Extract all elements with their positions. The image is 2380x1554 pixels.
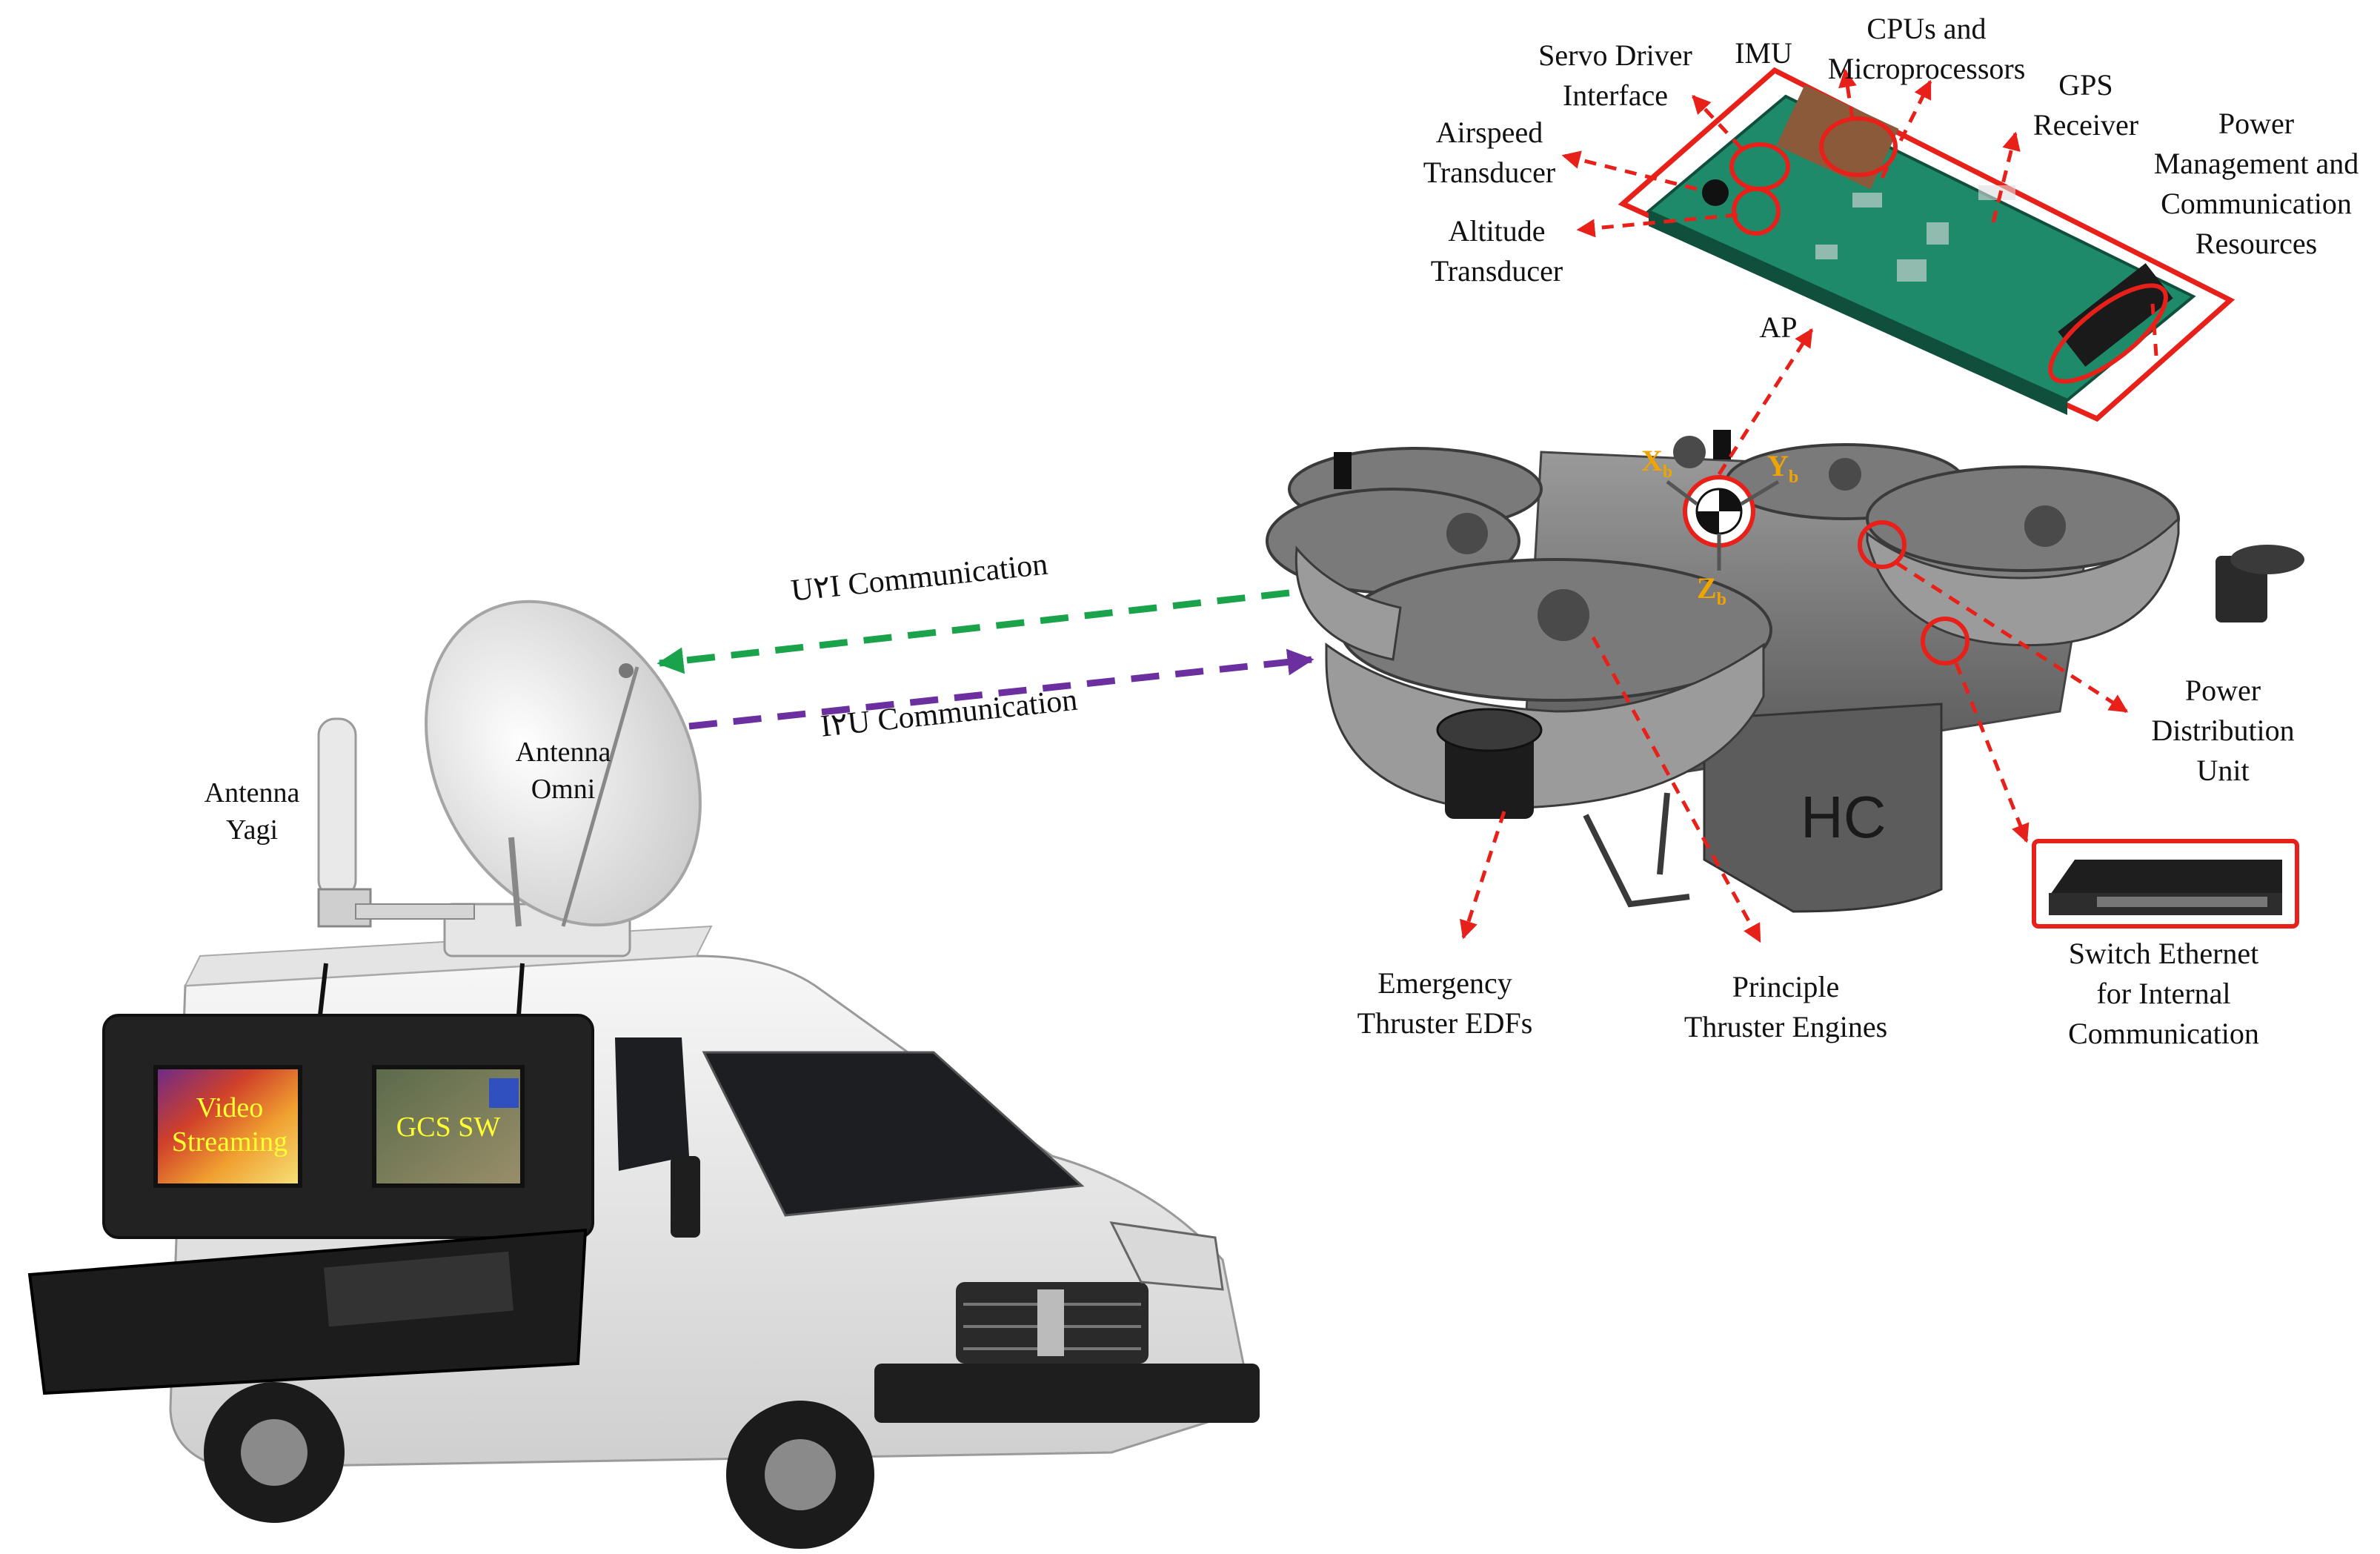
label-antenna-yagi: Antenna Yagi	[204, 777, 300, 846]
label-cpu: CPUs and Microprocessors	[1827, 12, 2026, 85]
label-switch-ethernet: Switch Ethernet for Internal Communicati…	[2068, 937, 2259, 1050]
axis-yb: Yb	[1767, 448, 1798, 488]
screen-gcs-sw: GCS SW	[396, 1112, 501, 1143]
axis-zb: Zb	[1697, 571, 1726, 610]
u2i-link-arrow	[657, 589, 1290, 674]
label-servo-driver: Servo Driver Interface	[1538, 39, 1692, 112]
dish-antenna	[425, 600, 702, 927]
label-power-management: Power Management and Communication Resou…	[2153, 107, 2359, 260]
svg-text:HC: HC	[1801, 784, 1887, 850]
label-airspeed: Airspeed Transducer	[1423, 116, 1556, 189]
axis-zb-sub: b	[1716, 590, 1727, 609]
pdu-marker-circle	[1858, 520, 1907, 569]
i2u-link-arrow	[688, 648, 1314, 730]
label-gps: GPS Receiver	[2032, 68, 2139, 142]
ground-control-console	[27, 963, 594, 1395]
autopilot-board	[1618, 67, 2236, 422]
label-antenna-omni: Antenna Omni	[515, 737, 611, 805]
axis-yb-letter: Y	[1767, 449, 1789, 482]
drone: HC	[1266, 430, 2304, 913]
label-ap: AP	[1759, 311, 1798, 344]
label-principle-engines: Principle Thruster Engines	[1683, 970, 1888, 1043]
axis-yb-sub: b	[1788, 468, 1799, 487]
label-altitude: Altitude Transducer	[1430, 214, 1563, 288]
switch-marker-circle	[1921, 617, 1970, 665]
center-of-gravity-marker	[1666, 475, 1780, 571]
axis-xb-sub: b	[1662, 462, 1673, 482]
label-power-distribution: Power Distribution Unit	[2151, 674, 2295, 787]
axis-xb-letter: X	[1641, 444, 1663, 477]
ethernet-switch	[2032, 839, 2299, 929]
axis-xb: Xb	[1641, 443, 1672, 482]
yagi-antenna	[317, 717, 475, 928]
annotation-arrows	[1460, 68, 2158, 943]
screen-video-streaming: Video Streaming	[171, 1092, 288, 1158]
label-emergency-edf: Emergency Thruster EDFs	[1357, 966, 1533, 1040]
label-imu: IMU	[1735, 36, 1792, 70]
axis-zb-letter: Z	[1697, 571, 1717, 605]
